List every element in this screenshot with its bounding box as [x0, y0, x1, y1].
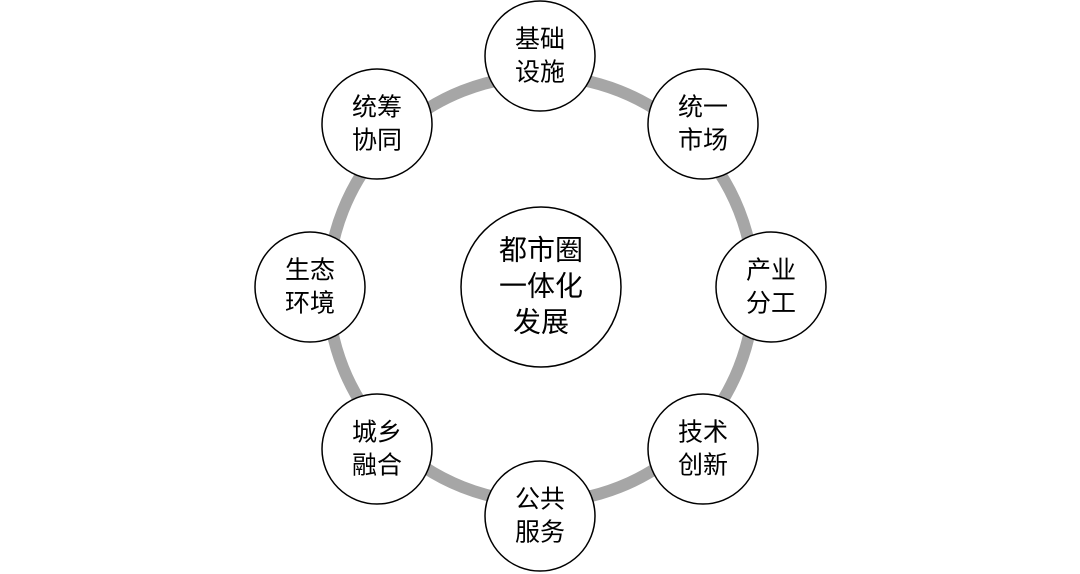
node-label-ecology-line-2: 环境 [285, 289, 335, 318]
node-label-infrastructure-line-2: 设施 [515, 58, 565, 87]
node-label-infrastructure-line-1: 基础 [515, 25, 565, 54]
node-coordination: 统筹 协同 [321, 68, 433, 180]
node-circle-coordination [321, 68, 433, 180]
node-label-public-services-line-1: 公共 [515, 485, 565, 514]
node-public-services: 公共 服务 [484, 460, 596, 572]
node-label-urban-rural-line-1: 城乡 [352, 418, 402, 447]
center-node: 都市圈 一体化 发展 [460, 206, 622, 368]
node-circle-unified-market [647, 68, 759, 180]
node-infrastructure: 基础 设施 [484, 0, 596, 112]
node-tech-innovation: 技术 创新 [647, 393, 759, 505]
center-line-3: 发展 [513, 306, 569, 339]
node-industrial-division: 产业 分工 [715, 231, 827, 343]
center-line-2: 一体化 [499, 270, 583, 303]
node-label-industrial-division-line-1: 产业 [746, 256, 796, 285]
node-label-tech-innovation-line-2: 创新 [678, 451, 728, 480]
node-ecology: 生态 环境 [254, 231, 366, 343]
node-label-unified-market-line-2: 市场 [678, 126, 728, 155]
center-line-1: 都市圈 [499, 234, 583, 267]
node-label-coordination-line-1: 统筹 [352, 93, 402, 122]
node-circle-ecology [254, 231, 366, 343]
node-circle-urban-rural [321, 393, 433, 505]
node-label-tech-innovation-line-1: 技术 [678, 418, 728, 447]
node-label-industrial-division-line-2: 分工 [746, 289, 796, 318]
node-label-ecology-line-1: 生态 [285, 256, 335, 285]
node-label-urban-rural-line-2: 融合 [352, 451, 402, 480]
node-urban-rural: 城乡 融合 [321, 393, 433, 505]
node-label-public-services-line-2: 服务 [515, 518, 565, 547]
node-label-unified-market-line-1: 统一 [678, 93, 728, 122]
center-circle [460, 206, 622, 368]
node-circle-public-services [484, 460, 596, 572]
node-circle-industrial-division [715, 231, 827, 343]
node-label-coordination-line-2: 协同 [352, 126, 402, 155]
node-circle-tech-innovation [647, 393, 759, 505]
node-unified-market: 统一 市场 [647, 68, 759, 180]
node-circle-infrastructure [484, 0, 596, 112]
